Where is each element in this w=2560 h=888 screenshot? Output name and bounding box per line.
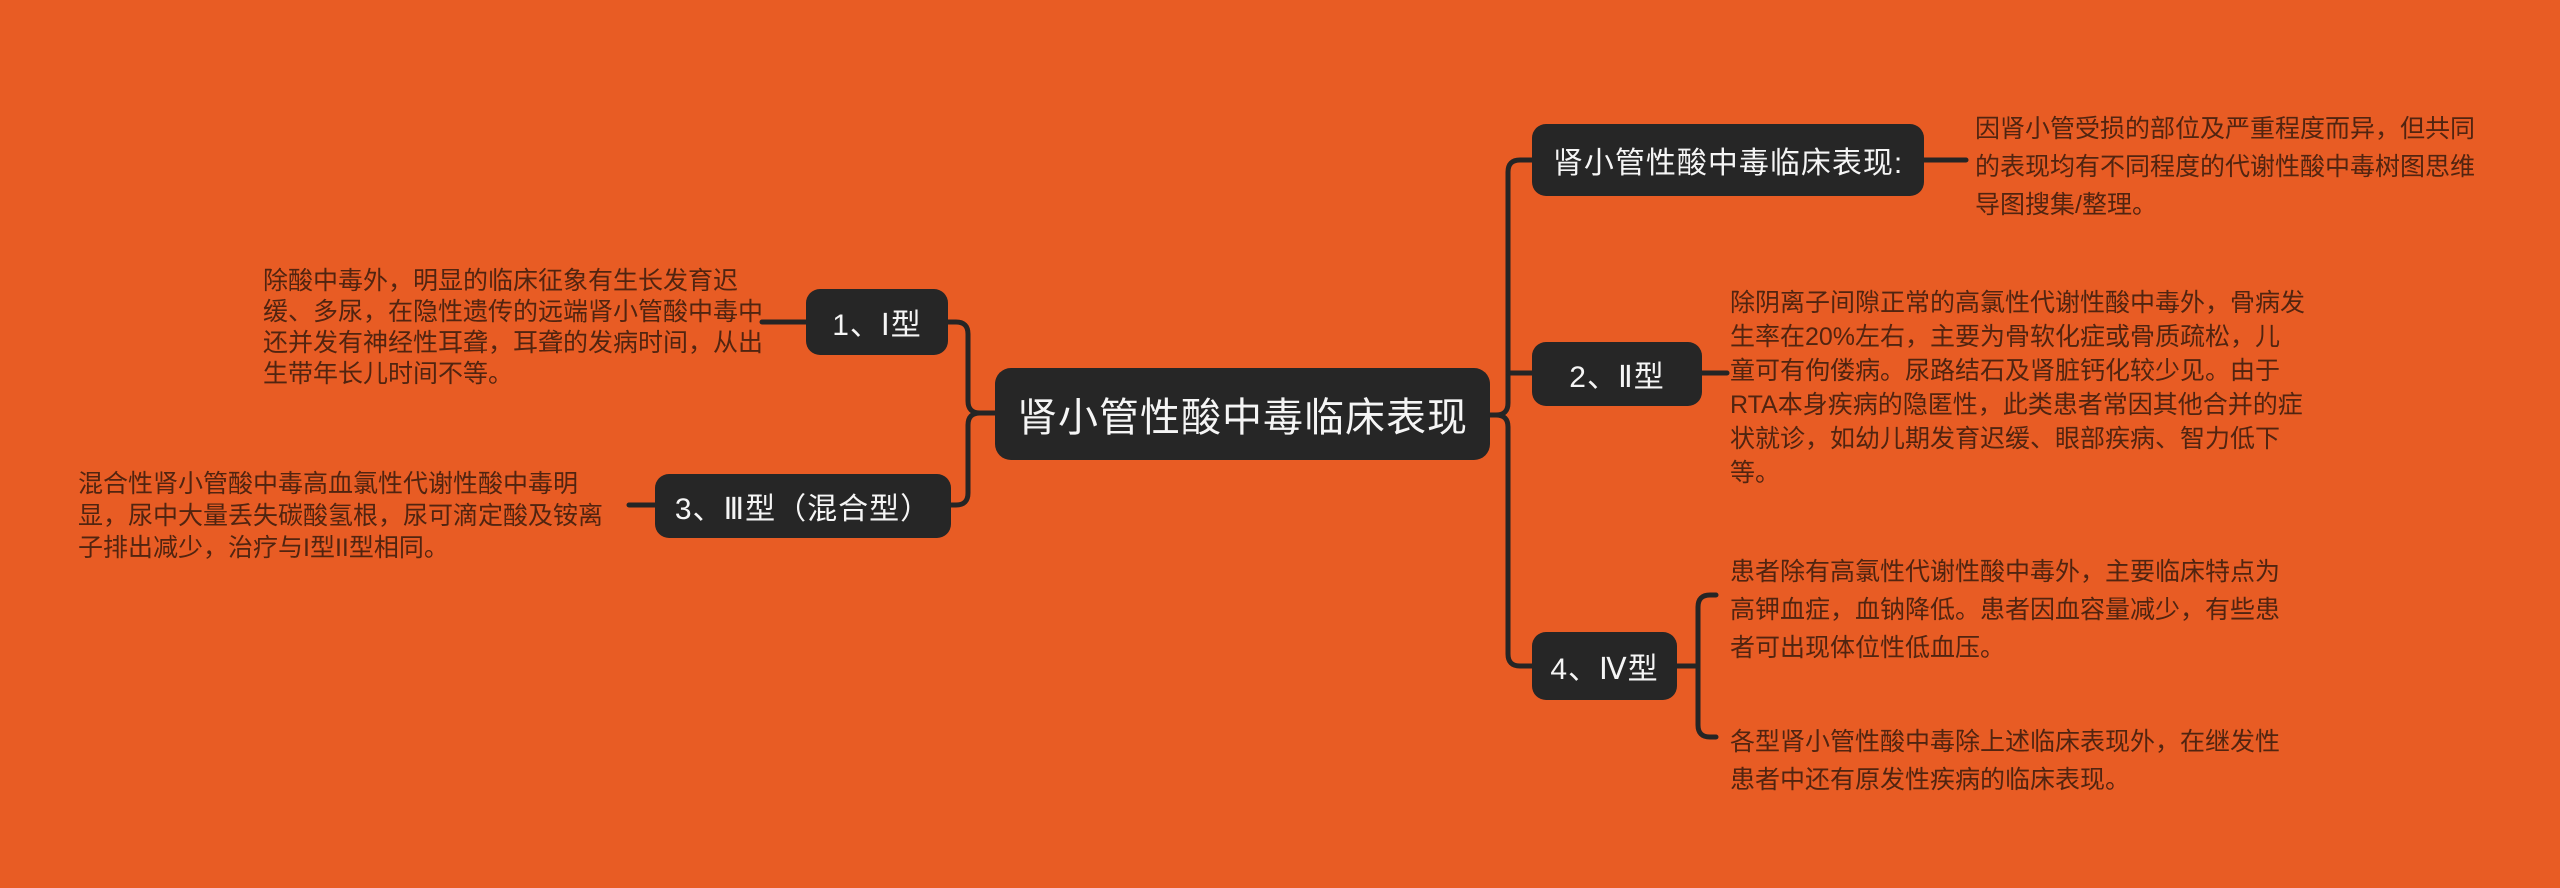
- branch-node-overview[interactable]: 肾小管性酸中毒临床表现:: [1532, 124, 1924, 196]
- connector-type4-brace: [1695, 592, 1719, 740]
- note-type3-text: 混合性肾小管酸中毒高血氯性代谢性酸中毒明显，尿中大量丢失碳酸氢根，尿可滴定酸及铵…: [78, 470, 604, 562]
- connector-type1-to-root: [945, 319, 998, 416]
- branch-node-type4[interactable]: 4、Ⅳ型: [1532, 632, 1677, 700]
- connector-root-to-type4: [1487, 412, 1535, 669]
- note-overview-text: 因肾小管受损的部位及严重程度而异，但共同的表现均有不同程度的代谢性酸中毒树图思维…: [1975, 115, 2476, 219]
- connector-type3-to-root: [945, 410, 998, 508]
- note-type1-text: 除酸中毒外，明显的临床征象有生长发育迟缓、多尿，在隐性遗传的远端肾小管酸中毒中还…: [263, 267, 764, 388]
- root-node[interactable]: 肾小管性酸中毒临床表现: [995, 368, 1490, 460]
- note-type4-lower-text: 各型肾小管性酸中毒除上述临床表现外，在继发性患者中还有原发性疾病的临床表现。: [1730, 728, 2281, 794]
- branch-node-type3[interactable]: 3、Ⅲ型（混合型）: [655, 474, 951, 538]
- connector-root-to-topnode: [1487, 157, 1535, 418]
- branch-node-type1[interactable]: 1、Ⅰ型: [806, 289, 948, 355]
- branch-node-type2[interactable]: 2、Ⅱ型: [1532, 342, 1702, 406]
- note-type4-upper-text: 患者除有高氯性代谢性酸中毒外，主要临床特点为高钾血症，血钠降低。患者因血容量减少…: [1730, 558, 2281, 662]
- note-type2-text: 除阴离子间隙正常的高氯性代谢性酸中毒外，骨病发生率在20%左右，主要为骨软化症或…: [1730, 289, 2306, 487]
